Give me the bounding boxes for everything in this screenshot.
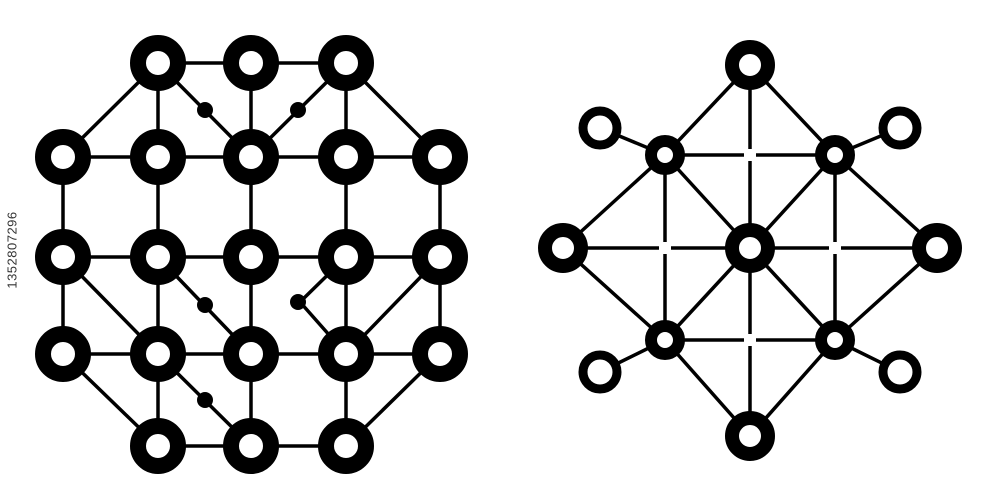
crossing-gap xyxy=(829,242,841,254)
lattice-node xyxy=(815,135,855,175)
lattice-node xyxy=(130,35,186,91)
lattice-node xyxy=(412,229,468,285)
lattice-node xyxy=(318,326,374,382)
lattice-node xyxy=(412,129,468,185)
lattice-node xyxy=(223,326,279,382)
octagon-lattice-icon xyxy=(35,35,468,474)
lattice-node-large xyxy=(912,223,962,273)
lattice-node xyxy=(130,418,186,474)
lattice-node-outer xyxy=(878,350,922,394)
lattice-node xyxy=(130,326,186,382)
lattice-node xyxy=(318,35,374,91)
lattice-node xyxy=(35,326,91,382)
lattice-node xyxy=(223,418,279,474)
lattice-node xyxy=(35,229,91,285)
diamond-lattice-icon xyxy=(538,40,962,461)
lattice-node xyxy=(223,129,279,185)
junction-dot xyxy=(197,297,213,313)
lattice-node xyxy=(318,129,374,185)
junction-dot xyxy=(197,102,213,118)
lattice-node xyxy=(645,135,685,175)
lattice-node xyxy=(412,326,468,382)
lattice-node-outer xyxy=(578,350,622,394)
crossing-gap xyxy=(744,334,756,346)
lattice-node xyxy=(130,129,186,185)
lattice-node xyxy=(645,320,685,360)
lattice-node xyxy=(223,35,279,91)
lattice-node-outer xyxy=(878,106,922,150)
lattice-node xyxy=(223,229,279,285)
lattice-node xyxy=(318,418,374,474)
lattice-node-large xyxy=(538,223,588,273)
stock-id-text: 1352807296 xyxy=(4,211,20,289)
lattice-node-large xyxy=(725,40,775,90)
crossing-gap xyxy=(659,242,671,254)
junction-dot xyxy=(290,294,306,310)
lattice-node xyxy=(815,320,855,360)
lattice-node xyxy=(130,229,186,285)
lattice-node-large xyxy=(725,223,775,273)
lattice-node xyxy=(35,129,91,185)
junction-dot xyxy=(197,392,213,408)
lattice-node-outer xyxy=(578,106,622,150)
junction-dot xyxy=(290,102,306,118)
crossing-gap xyxy=(744,149,756,161)
lattice-node-large xyxy=(725,411,775,461)
lattice-node xyxy=(318,229,374,285)
